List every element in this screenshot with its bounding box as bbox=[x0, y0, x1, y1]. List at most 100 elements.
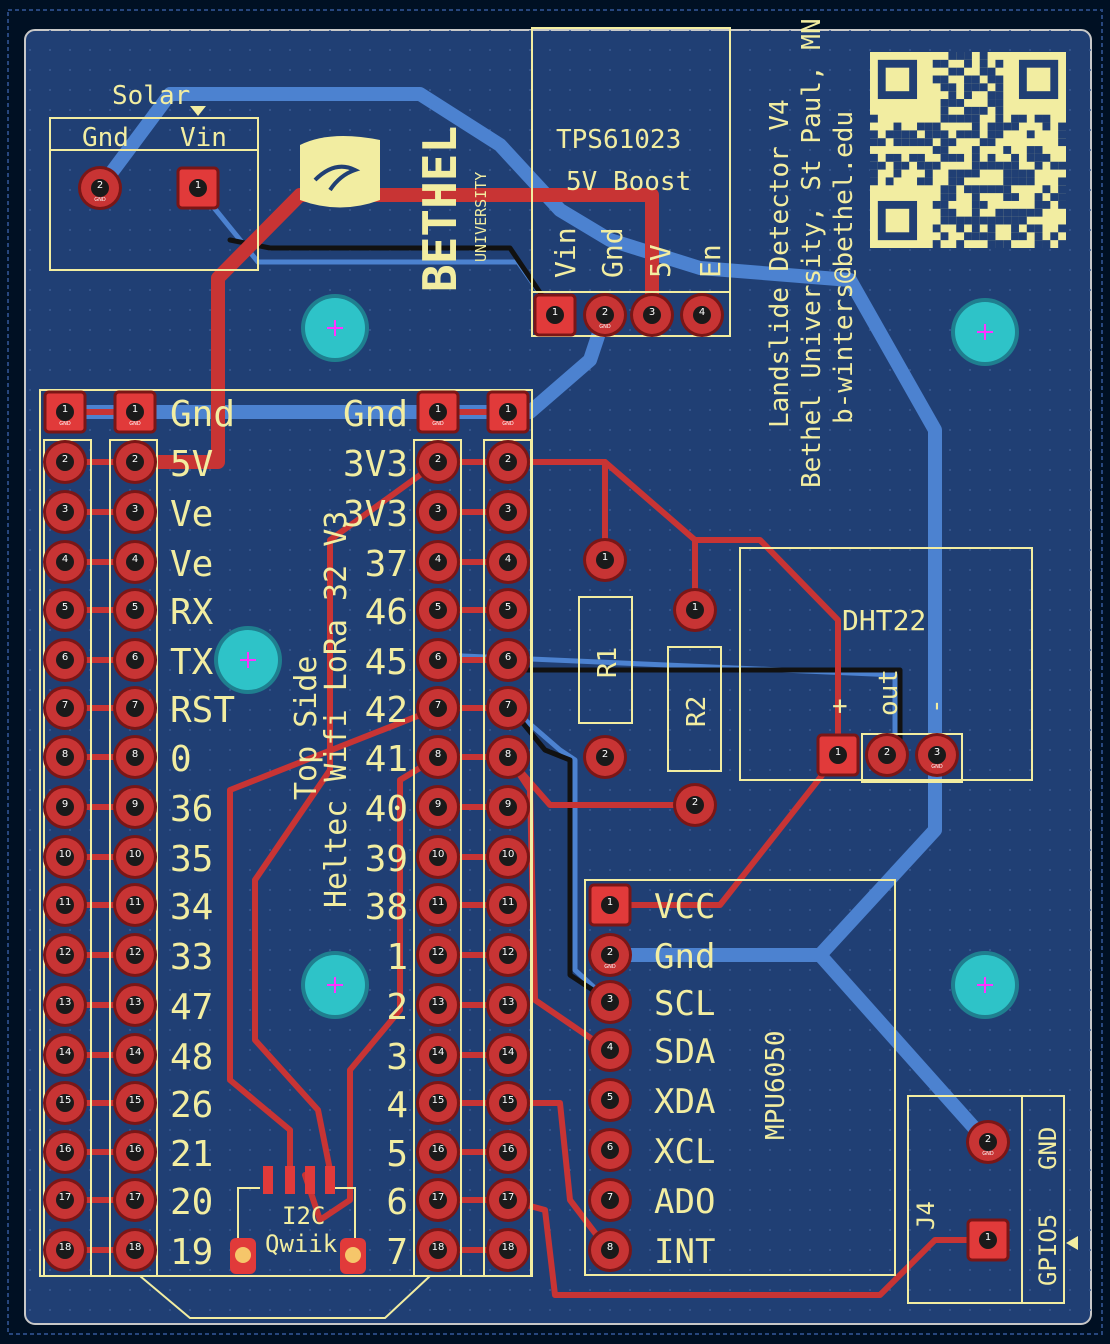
heltec-left-label: 34 bbox=[170, 887, 213, 928]
pad: 3 bbox=[416, 490, 460, 534]
heltec-right-label: 5 bbox=[386, 1134, 408, 1175]
qwiic-label: Qwiik bbox=[265, 1230, 338, 1258]
svg-text:3: 3 bbox=[435, 504, 441, 515]
svg-text:10: 10 bbox=[59, 849, 72, 860]
qwiic-ref: I2C bbox=[282, 1202, 325, 1230]
pad: 5 bbox=[486, 588, 530, 632]
pad: 17 bbox=[486, 1178, 530, 1222]
svg-text:3: 3 bbox=[132, 504, 138, 515]
pad: 15 bbox=[113, 1081, 157, 1125]
heltec-right-label: 3 bbox=[386, 1037, 408, 1078]
svg-text:2: 2 bbox=[602, 307, 608, 318]
pad: 16 bbox=[113, 1130, 157, 1174]
svg-text:2: 2 bbox=[607, 947, 613, 958]
svg-text:6: 6 bbox=[505, 652, 511, 663]
j4-ref: J4 bbox=[912, 1201, 940, 1230]
pad: 3 bbox=[43, 490, 87, 534]
svg-text:15: 15 bbox=[59, 1095, 72, 1106]
pad: 5 bbox=[113, 588, 157, 632]
pad: 8 bbox=[416, 735, 460, 779]
heltec-left-label: Ve bbox=[170, 544, 213, 585]
mpu-title: MPU6050 bbox=[761, 1030, 791, 1140]
svg-text:6: 6 bbox=[62, 652, 68, 663]
pad-net-label: GND bbox=[432, 421, 444, 427]
pad: 1 bbox=[966, 1218, 1010, 1262]
pad: 1 bbox=[673, 588, 717, 632]
svg-text:2: 2 bbox=[62, 454, 68, 465]
pad: 13 bbox=[486, 983, 530, 1027]
title-line-1: Landslide Detector V4 bbox=[765, 99, 795, 428]
svg-text:3: 3 bbox=[62, 504, 68, 515]
pad: 16 bbox=[416, 1130, 460, 1174]
pad: 16 bbox=[43, 1130, 87, 1174]
svg-text:2: 2 bbox=[435, 454, 441, 465]
svg-text:8: 8 bbox=[505, 749, 511, 760]
svg-text:9: 9 bbox=[132, 799, 138, 810]
svg-text:9: 9 bbox=[62, 799, 68, 810]
heltec-right-label: 40 bbox=[365, 789, 408, 830]
svg-text:13: 13 bbox=[129, 997, 142, 1008]
solar-pin-vin-label: Vin bbox=[180, 123, 227, 153]
pad: 7 bbox=[113, 686, 157, 730]
boost-pin-5v-label: 5V bbox=[644, 244, 677, 278]
svg-text:11: 11 bbox=[432, 897, 445, 908]
pad: 17 bbox=[43, 1178, 87, 1222]
pad: 1 bbox=[583, 538, 627, 582]
svg-text:4: 4 bbox=[62, 554, 68, 565]
svg-text:5: 5 bbox=[505, 602, 511, 613]
svg-text:3: 3 bbox=[649, 307, 655, 318]
pad: 11 bbox=[43, 883, 87, 927]
pad-net-label: GND bbox=[59, 421, 71, 427]
mounting-holes bbox=[214, 294, 1019, 1019]
svg-text:7: 7 bbox=[132, 700, 138, 711]
pad: 18 bbox=[113, 1228, 157, 1272]
svg-text:15: 15 bbox=[129, 1095, 142, 1106]
mpu-pin-label: XDA bbox=[654, 1082, 715, 1122]
pad: 4 bbox=[486, 540, 530, 584]
svg-text:4: 4 bbox=[132, 554, 138, 565]
heltec-right-label: 1 bbox=[386, 937, 408, 978]
j4-pin-gpio5-label: GPIO5 bbox=[1034, 1214, 1062, 1286]
mpu-pin-label: Gnd bbox=[654, 937, 715, 977]
svg-text:10: 10 bbox=[432, 849, 445, 860]
pad-net-label: GND bbox=[94, 197, 106, 203]
solar-pin1-marker bbox=[190, 106, 206, 116]
pad: 8 bbox=[588, 1228, 632, 1272]
pad: 2 bbox=[113, 440, 157, 484]
pad: 18 bbox=[416, 1228, 460, 1272]
svg-text:18: 18 bbox=[59, 1242, 72, 1253]
pad: 1 bbox=[176, 166, 220, 210]
svg-text:5: 5 bbox=[132, 602, 138, 613]
svg-text:18: 18 bbox=[129, 1242, 142, 1253]
pad: 11 bbox=[113, 883, 157, 927]
mpu-pin-label: SCL bbox=[654, 984, 715, 1024]
heltec-right-label: 39 bbox=[365, 839, 408, 880]
heltec-left-label: 47 bbox=[170, 987, 213, 1028]
r1-label: R1 bbox=[593, 647, 623, 678]
svg-text:12: 12 bbox=[502, 947, 515, 958]
heltec-left-label: 21 bbox=[170, 1134, 213, 1175]
pad: 6 bbox=[113, 638, 157, 682]
svg-text:1: 1 bbox=[835, 747, 841, 758]
silkscreen-outlines bbox=[39, 27, 1065, 1319]
pad: 6 bbox=[486, 638, 530, 682]
pad: 4 bbox=[113, 540, 157, 584]
svg-text:1: 1 bbox=[195, 180, 201, 191]
boost-label-line1: TPS61023 bbox=[556, 125, 681, 155]
svg-text:17: 17 bbox=[502, 1192, 515, 1203]
mpu-pin-label: XCL bbox=[654, 1132, 715, 1172]
title-line-3: b-winters@bethel.edu bbox=[829, 111, 859, 424]
svg-text:17: 17 bbox=[59, 1192, 72, 1203]
heltec-left-label: 20 bbox=[170, 1182, 213, 1223]
pad: 8 bbox=[113, 735, 157, 779]
boost-pin-vin-label: Vin bbox=[549, 227, 582, 278]
pad: 3 bbox=[113, 490, 157, 534]
boost-pin-en-label: En bbox=[694, 244, 727, 278]
